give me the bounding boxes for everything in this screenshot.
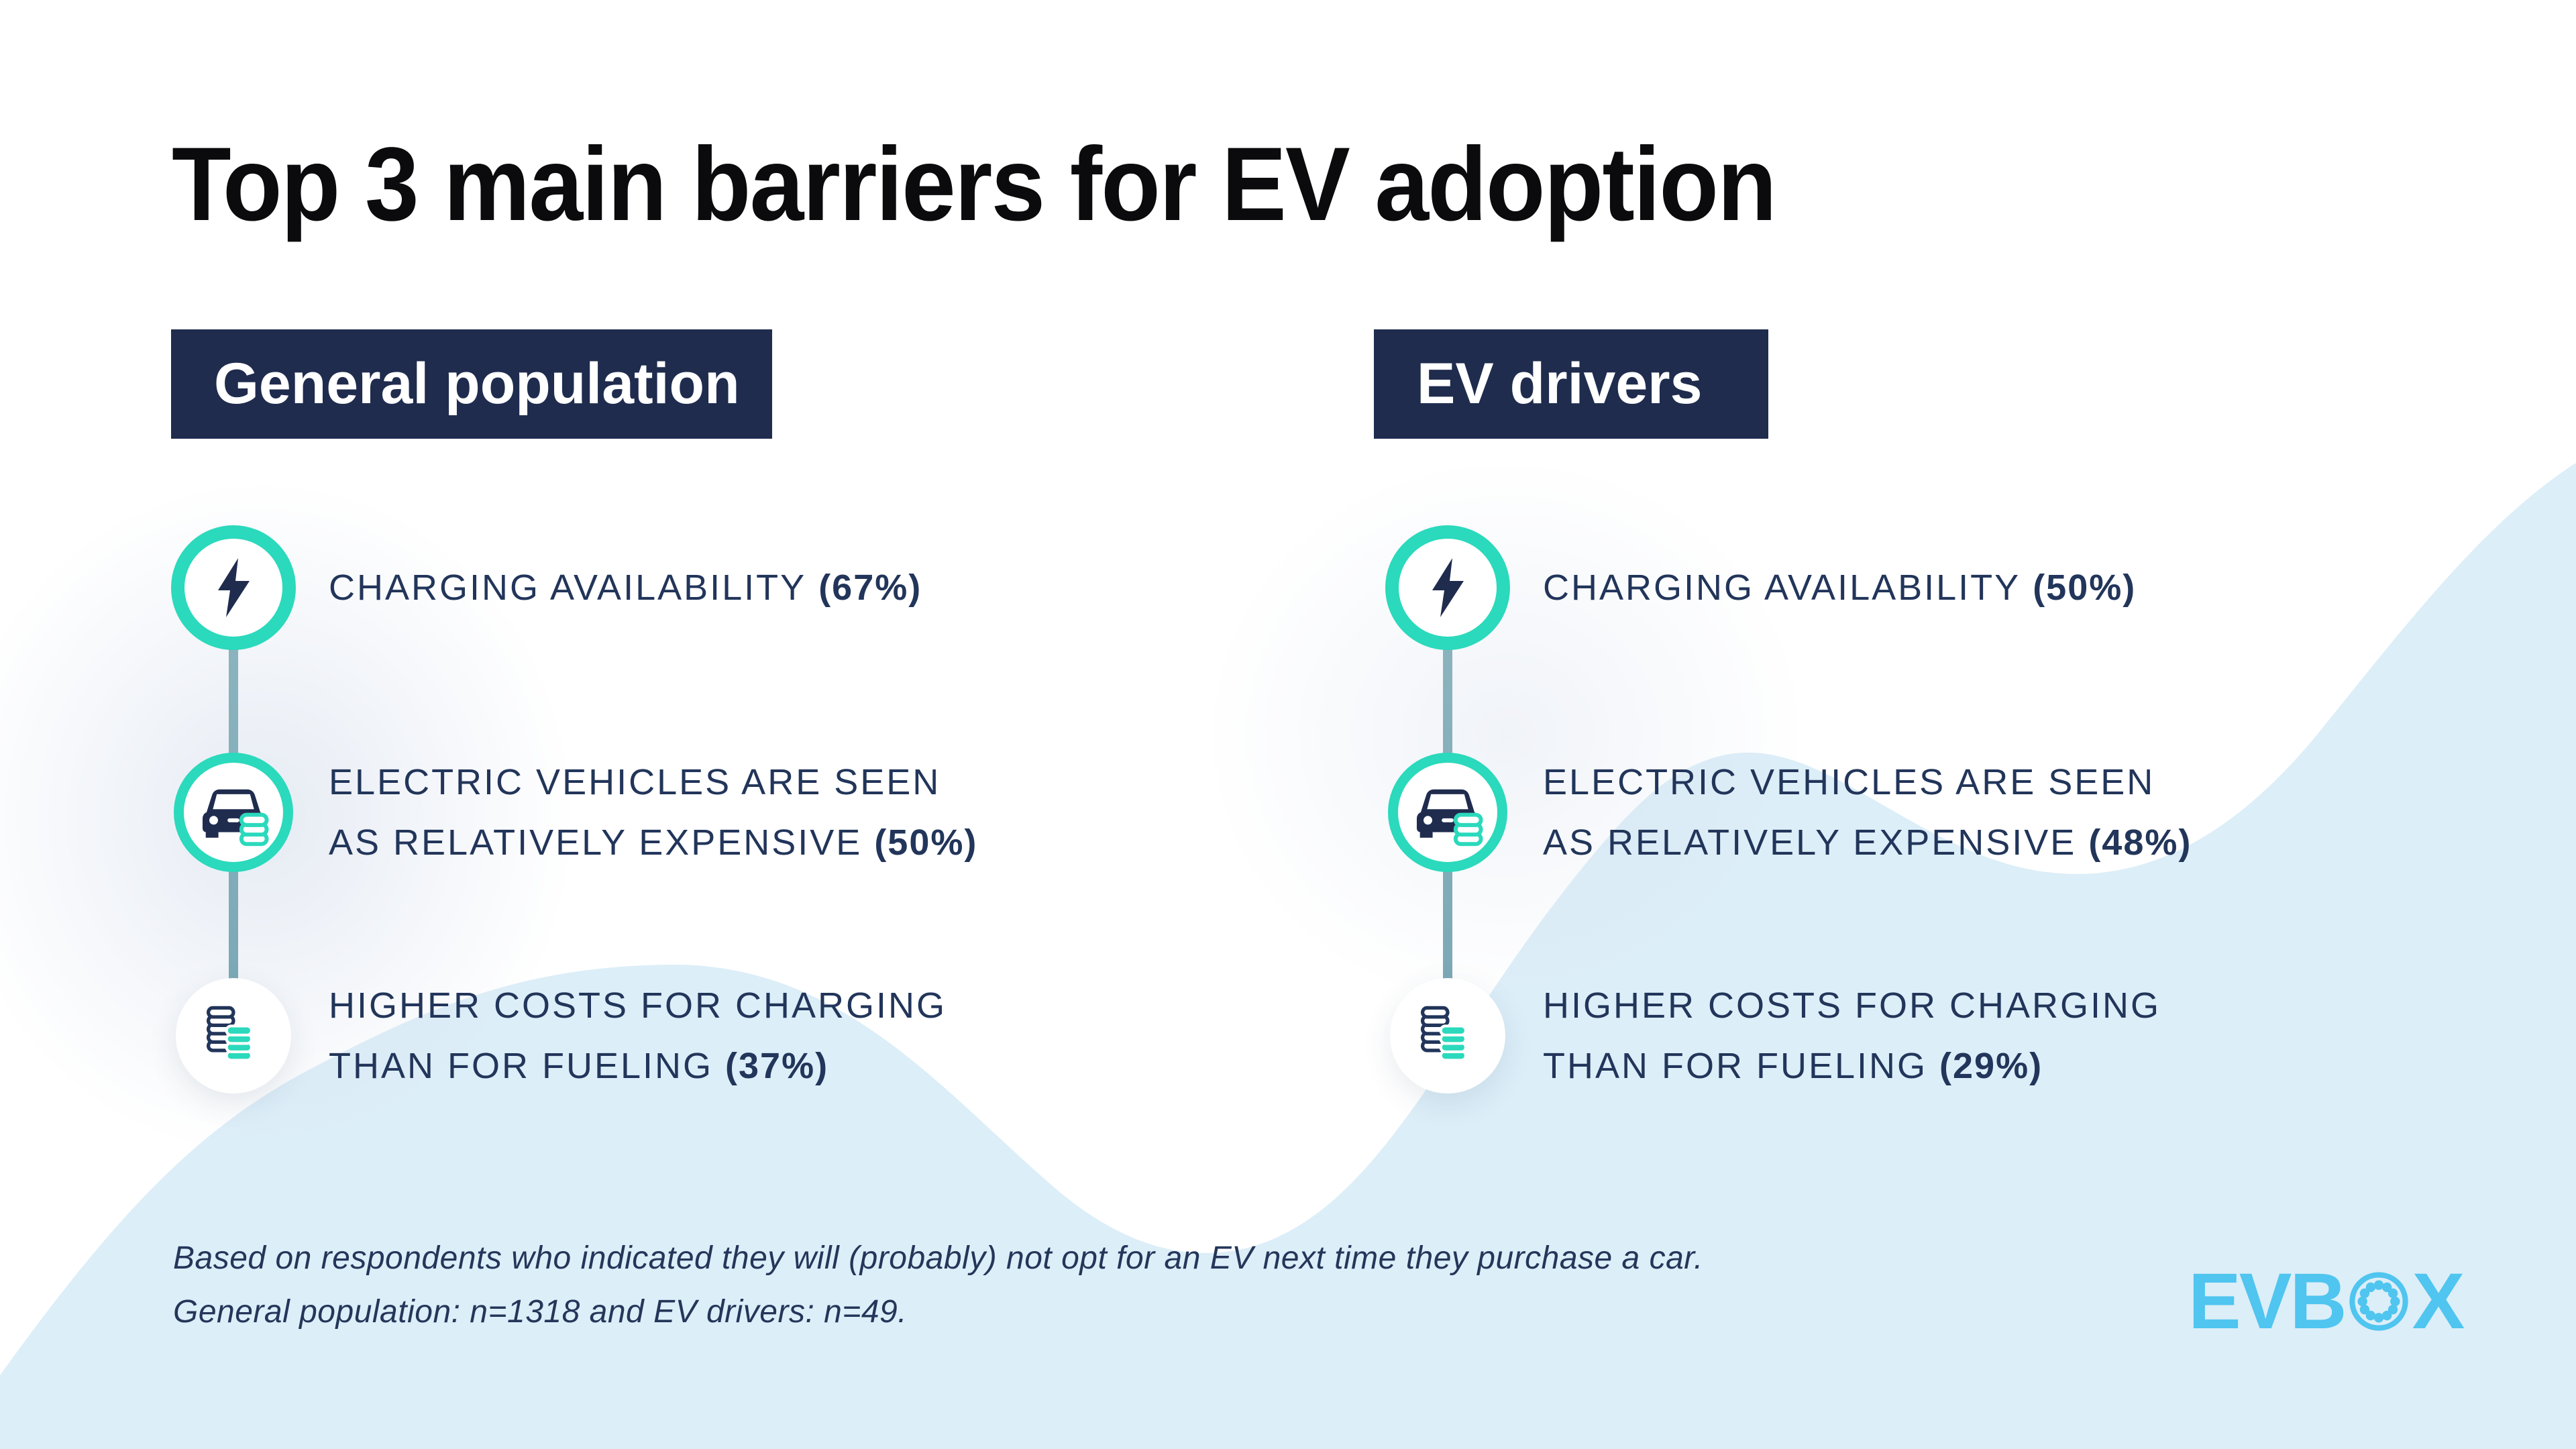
barrier-text: THAN FOR FUELING — [1543, 1046, 1928, 1086]
car-cost-glyph — [202, 789, 269, 847]
barrier-label: ELECTRIC VEHICLES ARE SEEN AS RELATIVELY… — [1543, 752, 2192, 873]
barrier-label: CHARGING AVAILABILITY (67%) — [329, 557, 922, 618]
evbox-logo-suffix: X — [2412, 1257, 2465, 1346]
barrier-line: CHARGING AVAILABILITY (50%) — [1543, 557, 2136, 618]
lightning-glyph — [1432, 558, 1464, 617]
ev-drivers-header-label: EV drivers — [1417, 352, 1703, 416]
barrier-text: CHARGING AVAILABILITY — [1543, 568, 2021, 608]
barrier-text: ELECTRIC VEHICLES ARE SEEN — [1543, 762, 2155, 802]
barrier-text: THAN FOR FUELING — [329, 1046, 714, 1086]
barrier-text: ELECTRIC VEHICLES ARE SEEN — [329, 762, 941, 802]
barrier-text: CHARGING AVAILABILITY — [329, 568, 807, 608]
evbox-logo-prefix: EVB — [2188, 1257, 2347, 1346]
ev-drivers-header: EV drivers — [1374, 329, 1768, 439]
column-ev-drivers: EV drivers CHARGING AVAILABILITY (50%) — [1374, 0, 2447, 1449]
coins-glyph — [1420, 1006, 1468, 1062]
barrier-text: AS RELATIVELY EXPENSIVE — [329, 822, 863, 863]
barrier-line: AS RELATIVELY EXPENSIVE (48%) — [1543, 812, 2192, 873]
coins-icon — [1390, 978, 1505, 1093]
lightning-glyph — [218, 558, 250, 617]
lightning-icon — [171, 525, 296, 650]
barrier-text: HIGHER COSTS FOR CHARGING — [329, 985, 947, 1026]
footnote-line-2: General population: n=1318 and EV driver… — [173, 1294, 908, 1330]
footnote: Based on respondents who indicated they … — [173, 1232, 1703, 1339]
barrier-value: (37%) — [725, 1046, 829, 1086]
evbox-socket-o-icon — [2349, 1272, 2408, 1331]
barrier-value: (67%) — [818, 568, 922, 608]
general-population-header-label: General population — [214, 352, 740, 416]
barrier-value: (48%) — [2088, 822, 2192, 863]
barrier-line: CHARGING AVAILABILITY (67%) — [329, 557, 922, 618]
barrier-line: HIGHER COSTS FOR CHARGING — [1543, 975, 2161, 1036]
car-cost-icon — [174, 753, 293, 872]
coins-icon — [176, 978, 291, 1093]
barrier-label: CHARGING AVAILABILITY (50%) — [1543, 557, 2136, 618]
barrier-line: ELECTRIC VEHICLES ARE SEEN — [1543, 752, 2192, 812]
barrier-line: ELECTRIC VEHICLES ARE SEEN — [329, 752, 977, 812]
barrier-line: HIGHER COSTS FOR CHARGING — [329, 975, 947, 1036]
barrier-line: THAN FOR FUELING (29%) — [1543, 1036, 2161, 1096]
barrier-value: (50%) — [2033, 568, 2137, 608]
general-population-header: General population — [171, 329, 772, 439]
coins-glyph — [206, 1006, 254, 1062]
barrier-label: ELECTRIC VEHICLES ARE SEEN AS RELATIVELY… — [329, 752, 977, 873]
barrier-label: HIGHER COSTS FOR CHARGING THAN FOR FUELI… — [329, 975, 947, 1096]
barrier-line: AS RELATIVELY EXPENSIVE (50%) — [329, 812, 977, 873]
barrier-text: AS RELATIVELY EXPENSIVE — [1543, 822, 2077, 863]
footnote-line-1: Based on respondents who indicated they … — [173, 1240, 1703, 1276]
car-cost-icon — [1388, 753, 1507, 872]
barrier-value: (50%) — [874, 822, 978, 863]
barrier-text: HIGHER COSTS FOR CHARGING — [1543, 985, 2161, 1026]
page-title: Top 3 main barriers for EV adoption — [172, 126, 1777, 243]
car-cost-glyph — [1416, 789, 1483, 847]
barrier-line: THAN FOR FUELING (37%) — [329, 1036, 947, 1096]
barrier-label: HIGHER COSTS FOR CHARGING THAN FOR FUELI… — [1543, 975, 2161, 1096]
lightning-icon — [1385, 525, 1510, 650]
evbox-logo: EVB X — [2188, 1257, 2465, 1346]
barrier-value: (29%) — [1939, 1046, 2043, 1086]
